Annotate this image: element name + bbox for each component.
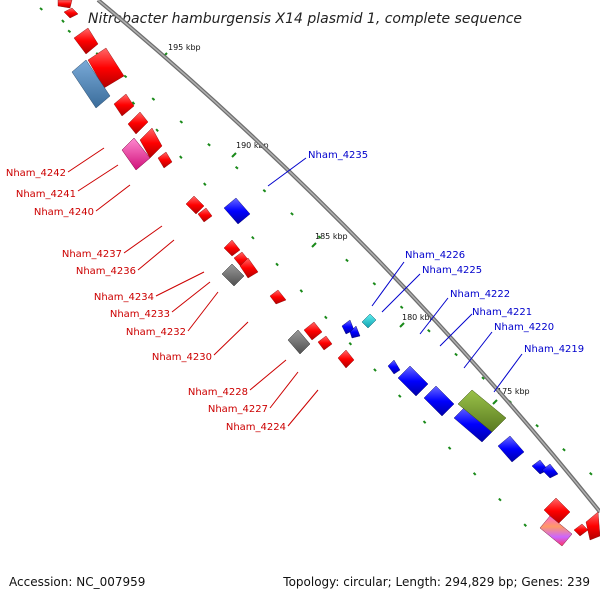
gene-label[interactable]: Nham_4230 <box>152 352 212 363</box>
gene-label[interactable]: Nham_4224 <box>226 422 286 433</box>
gene-label[interactable]: Nham_4232 <box>126 327 186 338</box>
gene-label[interactable]: Nham_4221 <box>472 307 532 318</box>
gene-label[interactable]: Nham_4222 <box>450 289 510 300</box>
gene-block-cyan[interactable] <box>361 313 377 329</box>
gene-arrow[interactable] <box>387 359 401 375</box>
gene-arrow[interactable] <box>113 93 135 117</box>
gene-arrow[interactable] <box>303 321 323 341</box>
tick-label: 180 kbp <box>402 313 435 322</box>
tick-label: 175 kbp <box>497 387 530 396</box>
gene-label[interactable]: Nham_4226 <box>405 250 465 261</box>
tick-label: 190 kbp <box>236 141 269 150</box>
forward-labels: Nham_4235 Nham_4226 Nham_4225 Nham_4222 … <box>308 150 584 355</box>
reverse-genes <box>57 0 600 541</box>
gene-label[interactable]: Nham_4240 <box>34 207 94 218</box>
tick-label: 195 kbp <box>168 43 201 52</box>
inner-ring-dots <box>61 19 541 541</box>
tick-label: 185 kbp <box>315 232 348 241</box>
gene-arrow[interactable] <box>585 511 600 541</box>
gene-arrow[interactable] <box>73 27 99 55</box>
gene-arrow[interactable] <box>185 195 205 215</box>
gene-label[interactable]: Nham_4219 <box>524 344 584 355</box>
gene-label[interactable]: Nham_4235 <box>308 150 368 161</box>
gene-block-olive[interactable] <box>457 389 507 433</box>
gene-arrow[interactable] <box>223 239 241 257</box>
forward-leader-lines <box>267 157 523 393</box>
gene-label[interactable]: Nham_4227 <box>208 404 268 415</box>
gene-label[interactable]: Nham_4220 <box>494 322 554 333</box>
gene-label[interactable]: Nham_4234 <box>94 292 154 303</box>
gene-block-striped[interactable] <box>539 515 573 547</box>
reverse-leader-lines <box>67 147 319 427</box>
forward-genes <box>223 197 559 479</box>
reverse-labels: Nham_4242 Nham_4241 Nham_4240 Nham_4237 … <box>6 168 286 433</box>
gene-label[interactable]: Nham_4228 <box>188 387 248 398</box>
gene-block-pink[interactable] <box>121 137 151 171</box>
gene-block-steelblue[interactable] <box>71 59 111 109</box>
gene-block-gray[interactable] <box>287 329 311 355</box>
gene-label[interactable]: Nham_4237 <box>62 249 122 260</box>
tick-marks <box>162 52 498 405</box>
gene-arrow[interactable] <box>269 289 287 305</box>
gene-arrow[interactable] <box>337 349 355 369</box>
gene-arrow[interactable] <box>63 7 79 19</box>
map-title: Nitrobacter hamburgensis X14 plasmid 1, … <box>88 11 522 27</box>
gene-arrow[interactable] <box>573 523 589 537</box>
gene-arrow[interactable] <box>317 335 333 351</box>
outer-ring-dots <box>39 7 600 483</box>
gene-block-gray[interactable] <box>221 263 245 287</box>
gene-arrow[interactable] <box>139 127 163 159</box>
gene-label[interactable]: Nham_4242 <box>6 168 66 179</box>
gene-label[interactable]: Nham_4225 <box>422 265 482 276</box>
gene-arrow[interactable] <box>397 365 429 397</box>
gene-arrow[interactable] <box>349 325 361 339</box>
gene-label[interactable]: Nham_4233 <box>110 309 170 320</box>
gene-arrow[interactable] <box>157 151 173 169</box>
gene-arrow[interactable] <box>127 111 149 135</box>
gene-arrow[interactable] <box>497 435 525 463</box>
gene-arrow[interactable] <box>223 197 251 225</box>
accession-text: Accession: NC_007959 <box>9 575 145 589</box>
sequence-stats: Topology: circular; Length: 294,829 bp; … <box>282 575 590 589</box>
sequence-backbone <box>96 0 600 514</box>
gene-arrow[interactable] <box>197 207 213 223</box>
gene-arrow[interactable] <box>57 0 73 9</box>
gene-arrow[interactable] <box>423 385 455 417</box>
gene-label[interactable]: Nham_4236 <box>76 266 136 277</box>
gene-arrow[interactable] <box>541 463 559 479</box>
gene-label[interactable]: Nham_4241 <box>16 189 76 200</box>
gene-arrow[interactable] <box>239 257 259 279</box>
